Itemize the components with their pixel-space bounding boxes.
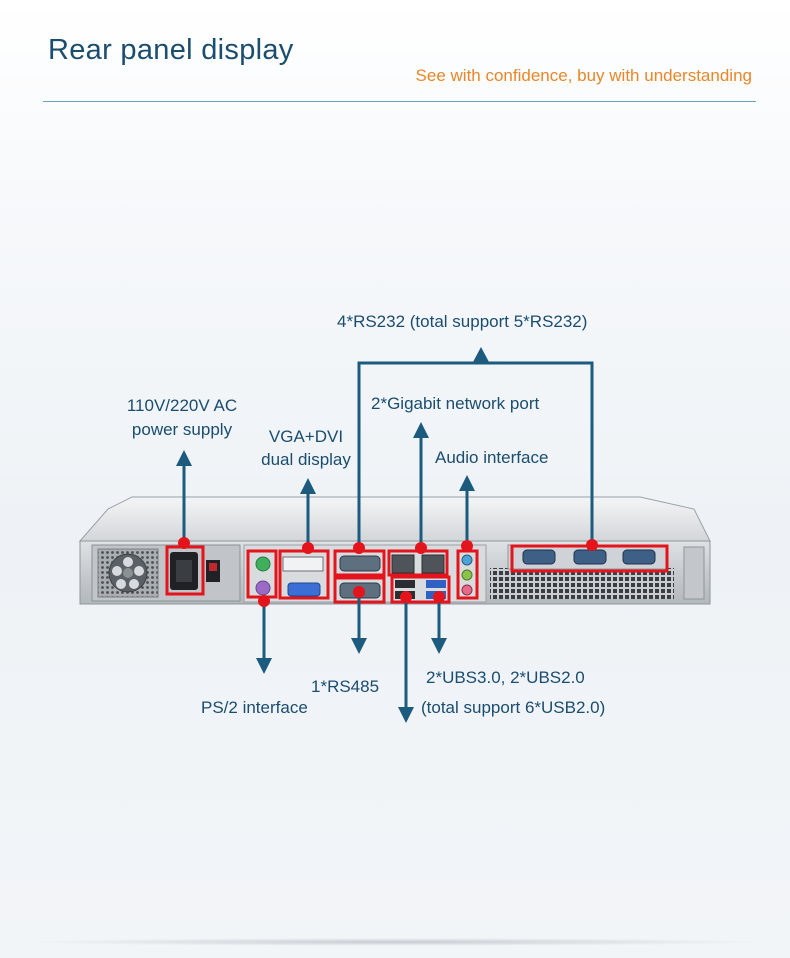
- label-vga-line2: dual display: [261, 450, 351, 469]
- label-vga-line1: VGA+DVI: [268, 427, 344, 446]
- arrow-up-power: [176, 450, 192, 466]
- label-usb-line2: (total support 6*USB2.0): [421, 698, 606, 717]
- arrow-up-rs232: [473, 347, 489, 362]
- page-subtitle: See with confidence, buy with understand…: [415, 66, 752, 85]
- label-usb-line1: 2*UBS3.0, 2*UBS2.0: [426, 668, 585, 687]
- arrow-down-rs485: [351, 638, 367, 654]
- arrow-up-vga: [300, 478, 316, 494]
- callout-lines: [182, 358, 594, 710]
- label-gigabit: 2*Gigabit network port: [371, 394, 540, 413]
- label-ps2: PS/2 interface: [201, 698, 308, 717]
- label-power-line2: power supply: [131, 420, 233, 439]
- label-audio: Audio interface: [435, 448, 549, 467]
- label-rs485: 1*RS485: [311, 677, 380, 696]
- arrow-heads: [176, 347, 489, 723]
- highlight-usb: [390, 575, 451, 604]
- arrow-down-ps2: [256, 658, 272, 674]
- arrow-down-usb3: [431, 638, 447, 654]
- arrow-up-audio: [459, 475, 475, 491]
- arrow-up-lan: [413, 422, 429, 438]
- page-title: Rear panel display: [48, 34, 294, 66]
- label-rs232: 4*RS232 (total support 5*RS232): [337, 312, 588, 331]
- header-divider: [43, 101, 756, 102]
- arrow-down-usb2: [398, 707, 414, 723]
- callout-dots: [178, 537, 598, 607]
- label-power-line1: 110V/220V AC: [126, 396, 238, 415]
- bottom-shadow: [20, 938, 770, 946]
